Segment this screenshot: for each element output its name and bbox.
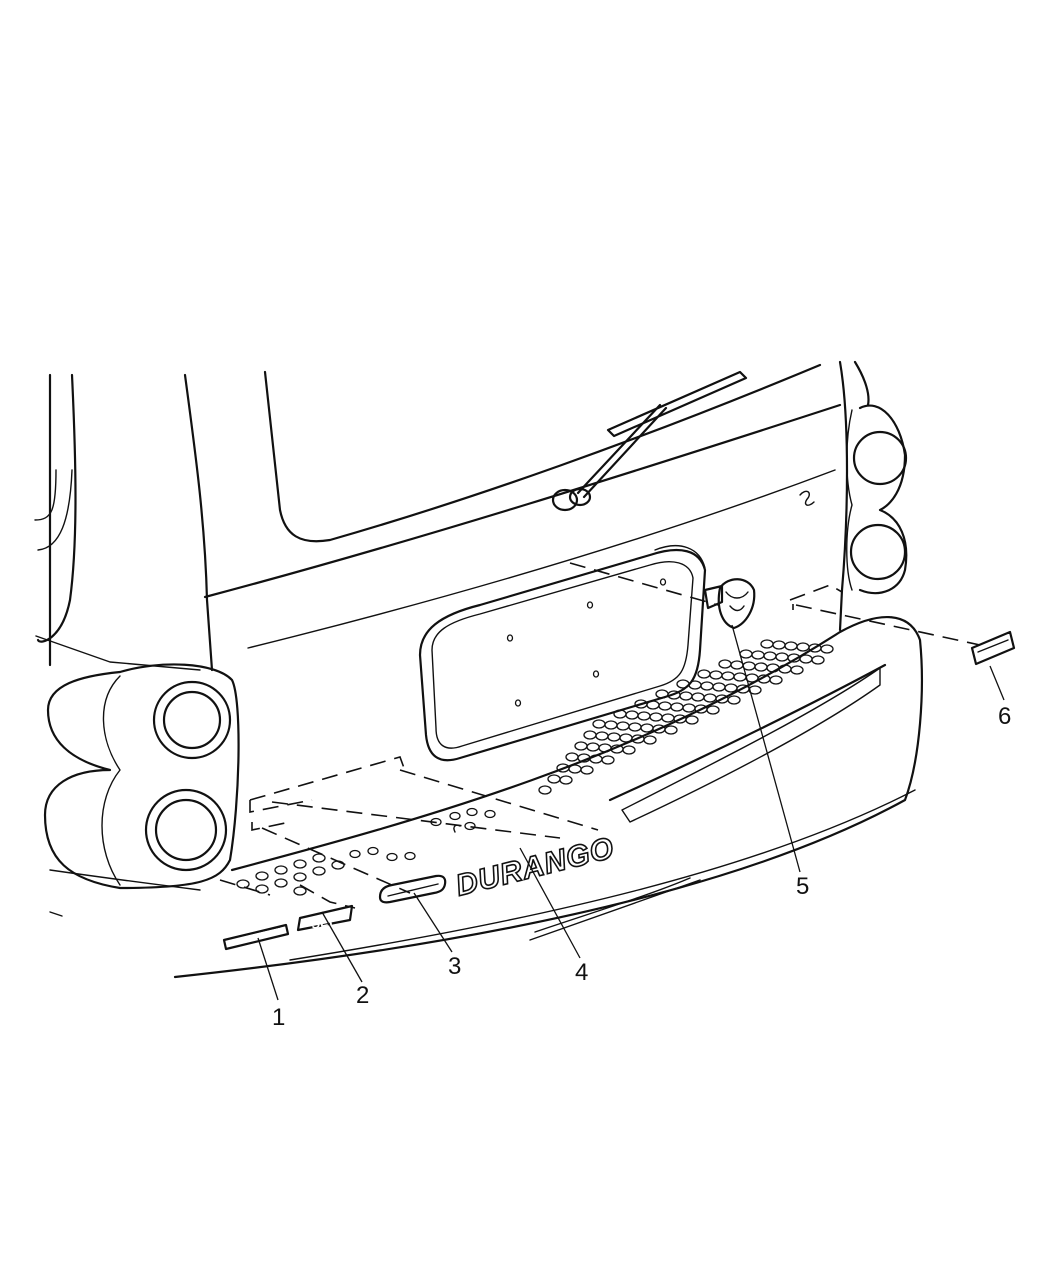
- step-pad-dot: [718, 659, 732, 669]
- step-pad-dot: [604, 720, 618, 730]
- step-pad-dot: [775, 652, 789, 662]
- step-pad-dot: [733, 672, 747, 682]
- step-pad-dot: [601, 755, 615, 765]
- step-pad-dot: [640, 723, 654, 733]
- step-pad-dot: [670, 702, 684, 712]
- step-pad-dot: [820, 644, 834, 654]
- step-pad-dot: [751, 650, 765, 660]
- step-pad-dot: [709, 670, 723, 680]
- step-pad-dot: [703, 693, 717, 703]
- emblem-1: [222, 923, 290, 951]
- step-pad-dot: [628, 722, 642, 732]
- step-pad-dot: [730, 660, 744, 670]
- callout-1: 1: [272, 1004, 285, 1031]
- step-pad-dot: [679, 691, 693, 701]
- step-pad-dot: [712, 682, 726, 692]
- step-pad-dot: [583, 730, 597, 740]
- step-pad-dot: [649, 712, 663, 722]
- step-pad-dot: [565, 752, 579, 762]
- left-tail-lamp: [43, 663, 240, 890]
- step-pad-dot: [742, 661, 756, 671]
- callout-labels: 1 2 3 4 5 6: [272, 703, 1011, 1031]
- step-pad-dot: [574, 741, 588, 751]
- step-pad-dot: [790, 665, 804, 675]
- step-pad-dot: [772, 640, 786, 650]
- step-pad-dot: [658, 701, 672, 711]
- step-pad-dot: [760, 639, 774, 649]
- step-pad-dot: [739, 649, 753, 659]
- step-pad-dot: [691, 692, 705, 702]
- rear-wiper: [551, 370, 748, 512]
- step-pad-dot: [598, 743, 612, 753]
- leader-lines: [257, 624, 1005, 1001]
- step-pad-dot: [547, 774, 561, 784]
- step-pad-dot: [559, 775, 573, 785]
- step-pad-dot: [613, 709, 627, 719]
- step-pad-dot: [655, 689, 669, 699]
- step-pad-dot: [586, 742, 600, 752]
- step-pad-dot: [721, 671, 735, 681]
- step-pad-dot: [625, 710, 639, 720]
- callout-6: 6: [998, 703, 1011, 730]
- durango-nameplate-text: DURANGO: [453, 831, 618, 902]
- nameplate-4-durango: DURANGO: [452, 831, 619, 904]
- callout-2: 2: [356, 982, 369, 1009]
- step-pad-dot: [682, 703, 696, 713]
- step-pad-dot: [727, 695, 741, 705]
- step-pad-dot: [592, 719, 606, 729]
- step-pad-dot: [556, 763, 570, 773]
- callout-5: 5: [796, 873, 809, 900]
- step-pad-dot: [595, 731, 609, 741]
- step-pad-dot: [706, 705, 720, 715]
- emblem-2-slt: SLT: [296, 904, 354, 932]
- emblem-3: [378, 874, 447, 904]
- step-pad-dot: [688, 680, 702, 690]
- step-pad-dot: [676, 679, 690, 689]
- step-pad-dot: [685, 715, 699, 725]
- step-pad-dot: [643, 735, 657, 745]
- emblem-6: [970, 630, 1016, 666]
- step-pad-dot: [661, 713, 675, 723]
- step-pad-dot: [619, 733, 633, 743]
- step-pad-dot: [616, 721, 630, 731]
- step-pad-dot: [724, 683, 738, 693]
- step-pad-dot: [754, 662, 768, 672]
- step-pad-dot: [799, 654, 813, 664]
- step-pad-dot: [637, 711, 651, 721]
- callout-3: 3: [448, 953, 461, 980]
- step-pad-dot: [796, 642, 810, 652]
- step-pad-dot: [634, 699, 648, 709]
- callout-4: 4: [575, 959, 588, 986]
- vehicle-body: [34, 360, 923, 979]
- slt-badge-text: SLT: [309, 912, 335, 932]
- right-tail-lamp: [846, 404, 908, 595]
- step-pad-dot: [811, 655, 825, 665]
- emblem-5-ram-head: [703, 578, 756, 630]
- step-pad-dot: [538, 785, 552, 795]
- step-pad-dot: [769, 675, 783, 685]
- adhesive-dot-pattern: [236, 639, 834, 896]
- step-pad-dot: [784, 641, 798, 651]
- step-pad-dot: [664, 725, 678, 735]
- step-pad-dot: [580, 765, 594, 775]
- step-pad-dot: [646, 700, 660, 710]
- step-pad-dot: [700, 681, 714, 691]
- step-pad-dot: [622, 745, 636, 755]
- step-pad-dot: [763, 651, 777, 661]
- step-pad-dot: [568, 764, 582, 774]
- placement-guides: [219, 562, 981, 909]
- step-pad-dot: [697, 669, 711, 679]
- step-pad-dot: [607, 732, 621, 742]
